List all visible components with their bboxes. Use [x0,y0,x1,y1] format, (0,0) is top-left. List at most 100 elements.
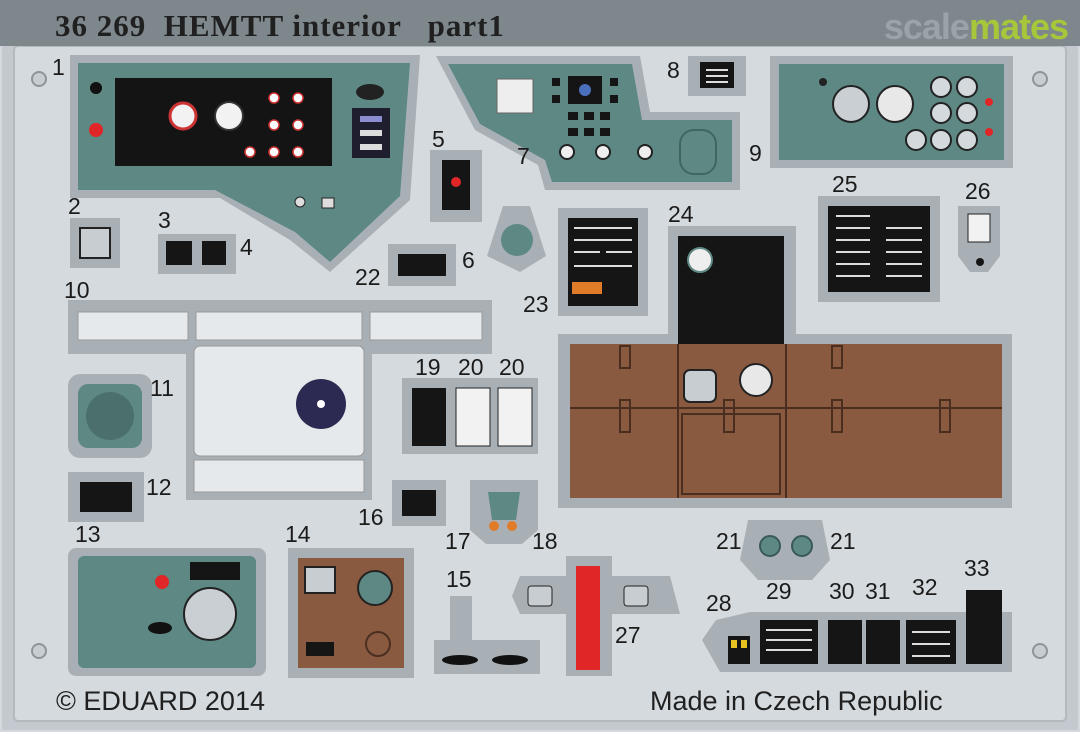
part-number-label: 12 [146,474,172,500]
part-4-plate [202,241,226,265]
part-number-label: 19 [415,354,441,380]
mount-hole [1032,643,1048,659]
part-15-pedal [492,655,528,665]
control-light [579,84,591,96]
part-number-label: 9 [749,140,762,166]
speedometer-gauge [168,101,198,131]
part-number-label: 28 [706,590,732,616]
switch-detail [360,116,382,122]
indicator-light [819,78,827,86]
part-31-plate [866,620,900,664]
gauge-large [876,85,914,123]
part-number-label: 3 [158,207,171,233]
switch-detail [360,130,382,136]
part-number-label: 23 [523,291,549,317]
part-number-label: 22 [355,264,381,290]
part-21-knob [759,535,781,557]
part-5-light [451,177,461,187]
gauge-grid [905,76,978,151]
part-27-red-strip [576,566,600,670]
toggle-switches [552,78,618,136]
part-14-window [304,566,336,594]
indicator-light [985,128,993,136]
part-number-label: 15 [446,566,472,592]
part-2-plate [79,227,111,259]
part-10-segment [195,311,363,341]
part-number-label: 11 [150,375,174,401]
speaker-grille [86,392,134,440]
part-14-dial [357,570,393,606]
console-outline [679,129,717,175]
part-13-dial [183,587,237,641]
console-knobs [559,144,653,160]
part-23-label [572,282,602,294]
part-number-label: 6 [462,247,475,273]
part-number-label: 13 [75,521,101,547]
part-14-plate [306,642,334,656]
part-number-label: 24 [668,201,694,227]
fret-header: 36 269 HEMTT interior part1 [55,8,505,44]
part-30-plate [828,620,862,664]
part-28-light [741,640,747,648]
part-27-clip [623,585,649,607]
part-number-label: 32 [912,574,938,600]
part-number-label: 29 [766,578,792,604]
part-number-label: 1 [52,54,65,80]
part-24-gauge [687,247,713,273]
part-33-plate [966,590,1002,664]
part-number-label: 17 [445,528,471,554]
mount-hole [31,71,47,87]
floor-hatch [739,363,773,397]
part-12-plate [80,482,132,512]
part-number-label: 26 [965,178,991,204]
header-band [0,0,1080,46]
part-17-18-body [488,492,520,520]
part-number-label: 20 [499,354,525,380]
part-number-label: 25 [832,171,858,197]
part-13-light [155,575,169,589]
part-10-disc-hole [317,400,325,408]
indicator-light [985,98,993,106]
part-13-knob [148,622,172,634]
part-21-frame [740,520,830,580]
part-number-label: 10 [64,277,90,303]
part-10-tail [193,459,365,493]
part-number-label: 21 [830,528,856,554]
part-25-label-plate [828,206,930,292]
part-20-plate [455,387,491,447]
warning-light [89,123,103,137]
part-17-light [489,521,499,531]
part-10-segment [369,311,483,341]
part-28-light [731,640,737,648]
part-29-plate [760,620,818,664]
switch-detail [360,144,382,150]
product-code: 36 269 [55,8,147,43]
part-27-clip [527,585,553,607]
vent-knob [356,84,384,100]
part-number-label: 33 [964,555,990,581]
part-26-dot [976,258,984,266]
floor-cap [683,369,717,403]
part-number-label: 20 [458,354,484,380]
part-number-label: 4 [240,234,253,260]
gauge-large [832,85,870,123]
part-20-plate [497,387,533,447]
part-number-label: 5 [432,126,445,152]
part-15-frame [434,596,540,674]
mount-hole [31,643,47,659]
part-32-plate [906,620,956,664]
part-19-plate [412,388,446,446]
display-window [496,78,534,114]
part-14-ring [365,631,391,657]
product-title: HEMTT interior [163,8,402,43]
part-number-label: 16 [358,504,384,530]
part-number-label: 31 [865,578,891,604]
part-number-label: 2 [68,193,81,219]
part-22-plate [398,254,446,276]
part-10-segment [77,311,189,341]
part-number-label: 27 [615,622,641,648]
part-6-body [501,224,533,256]
part-21-knob [791,535,813,557]
